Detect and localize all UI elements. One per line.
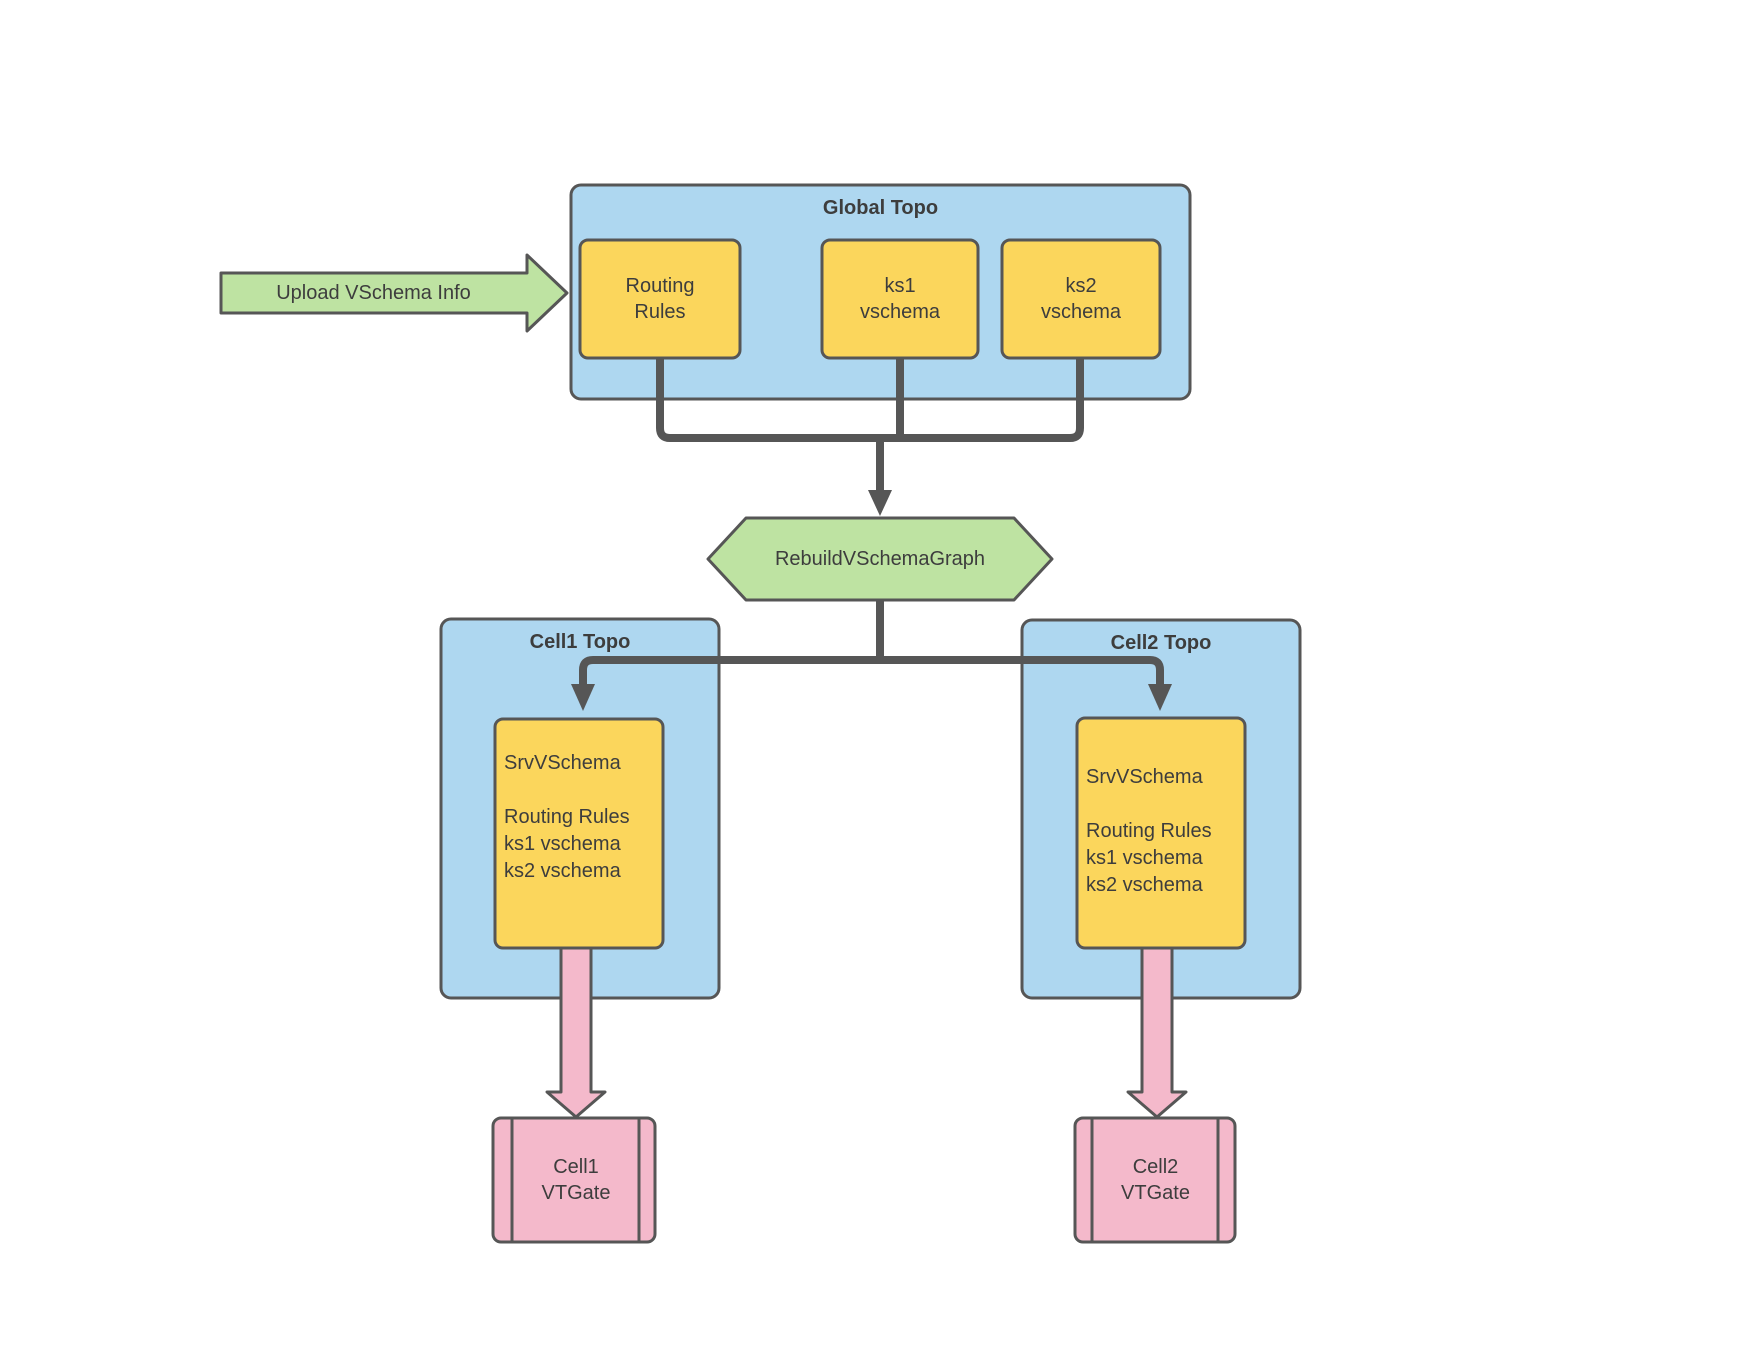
cell2-vtgate-arrow [1126, 946, 1188, 1119]
upload-arrow-shape [219, 253, 569, 333]
cell2-vtgate-box [1073, 1116, 1237, 1244]
routing-rules-label: Routing Rules [625, 275, 695, 323]
branch-arrowhead-right [1148, 684, 1172, 711]
cell1-vtgate-label: Cell1 VTGate [541, 1156, 611, 1204]
branch-arrowhead-left [571, 684, 595, 711]
upload-arrow-label: Upload VSchema Info [276, 282, 471, 304]
ks2-vschema-label: ks2 vschema [1040, 275, 1122, 323]
cell1-vtgate-side-bars [510, 1119, 641, 1241]
cell2-srvvschema-label: SrvVSchema Routing Rules ks1 vschema ks2… [1086, 766, 1212, 896]
cell1-vtgate-box [491, 1116, 657, 1244]
ks1-vschema-label: ks1 vschema [859, 275, 941, 323]
rebuild-hexagon-label: RebuildVSchemaGraph [774, 548, 986, 570]
cell1-vtgate-arrow [545, 946, 607, 1119]
cell1-topo-title: Cell1 Topo [529, 631, 631, 653]
branch-connector [579, 600, 1164, 686]
cell2-topo-title: Cell2 Topo [1110, 632, 1212, 654]
rebuild-hexagon [706, 516, 1054, 602]
cell2-vtgate-label: Cell2 VTGate [1121, 1156, 1190, 1204]
merge-connector [656, 357, 1084, 492]
global-topo-title: Global Topo [822, 197, 939, 219]
merge-arrowhead [868, 490, 892, 516]
cell2-vtgate-side-bars [1090, 1119, 1220, 1241]
cell1-srvvschema-label: SrvVSchema Routing Rules ks1 vschema ks2… [504, 752, 630, 882]
